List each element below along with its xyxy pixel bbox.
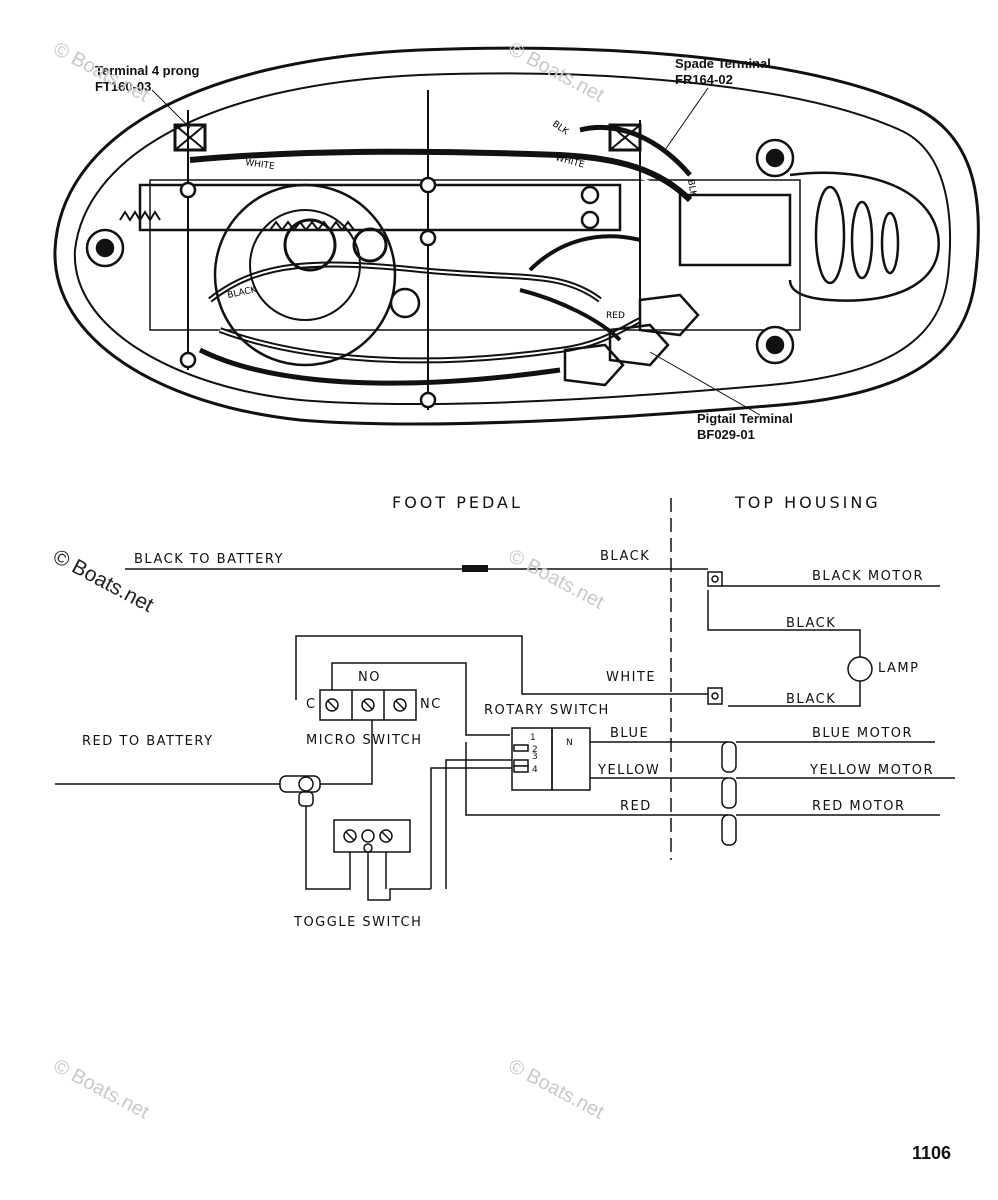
blue-motor-label: BLUE MOTOR	[812, 726, 914, 741]
spade-terminal-name: Spade Terminal	[675, 56, 771, 71]
red-wire-label: RED	[606, 311, 625, 321]
page-number: 1106	[912, 1143, 952, 1163]
top-housing-heading: TOP HOUSING	[735, 493, 881, 512]
rotary-terminal-3: 3	[532, 752, 538, 762]
foot-pedal-heading: FOOT PEDAL	[392, 493, 523, 512]
blk-wire-label: BLK	[550, 119, 571, 138]
micro-c-label: C	[306, 697, 317, 712]
blk-wire-label-2: BLK	[685, 179, 698, 199]
micro-nc-label: NC	[420, 697, 442, 712]
white-wire-label: WHITE	[606, 670, 657, 685]
rotary-switch-label: ROTARY SWITCH	[484, 703, 610, 718]
spade-terminal-part: FR164-02	[675, 72, 733, 87]
toggle-switch-label: TOGGLE SWITCH	[294, 915, 423, 930]
yellow-wire-label: YELLOW	[598, 763, 661, 778]
pigtail-terminal-callout: Pigtail Terminal BF029-01	[697, 411, 793, 443]
lamp-label: LAMP	[878, 661, 920, 676]
spade-terminal-callout: Spade Terminal FR164-02	[675, 56, 771, 88]
foot-pedal-assembly-drawing: WHITE WHITE BLK BLACK RED BLK	[53, 46, 980, 426]
rotary-terminal-2: 2	[532, 745, 538, 755]
black-to-battery-label: BLACK TO BATTERY	[134, 552, 284, 567]
black-lamp-return-label: BLACK	[786, 692, 837, 707]
black-wire-label: BLACK	[600, 549, 651, 564]
rotary-terminal-1: 1	[530, 733, 536, 743]
micro-switch-label: MICRO SWITCH	[306, 733, 423, 748]
rotary-terminal-4: 4	[532, 765, 538, 775]
yellow-motor-label: YELLOW MOTOR	[810, 763, 935, 778]
watermark-middle-center: © Boats.net	[504, 545, 608, 614]
blue-wire-label: BLUE	[610, 726, 650, 741]
black-motor-label: BLACK MOTOR	[812, 569, 925, 584]
black-lamp-wire-label: BLACK	[786, 616, 837, 631]
terminal-4-prong-name: Terminal 4 prong	[95, 63, 200, 78]
watermark-bottom-center: © Boats.net	[504, 1055, 608, 1124]
micro-no-label: NO	[358, 670, 381, 685]
pigtail-terminal-name: Pigtail Terminal	[697, 411, 793, 426]
watermark-bottom-left: © Boats.net	[49, 1055, 153, 1124]
pigtail-terminal-part: BF029-01	[697, 427, 755, 442]
white-wire-label-1: WHITE	[245, 158, 276, 172]
terminal-4-prong-callout: Terminal 4 prong FT160-03	[95, 63, 200, 95]
red-motor-label: RED MOTOR	[812, 799, 906, 814]
rotary-terminal-n: N	[566, 738, 573, 748]
red-to-battery-label: RED TO BATTERY	[82, 734, 214, 749]
terminal-4-prong-part: FT160-03	[95, 79, 152, 94]
red-wire-label: RED	[620, 799, 652, 814]
